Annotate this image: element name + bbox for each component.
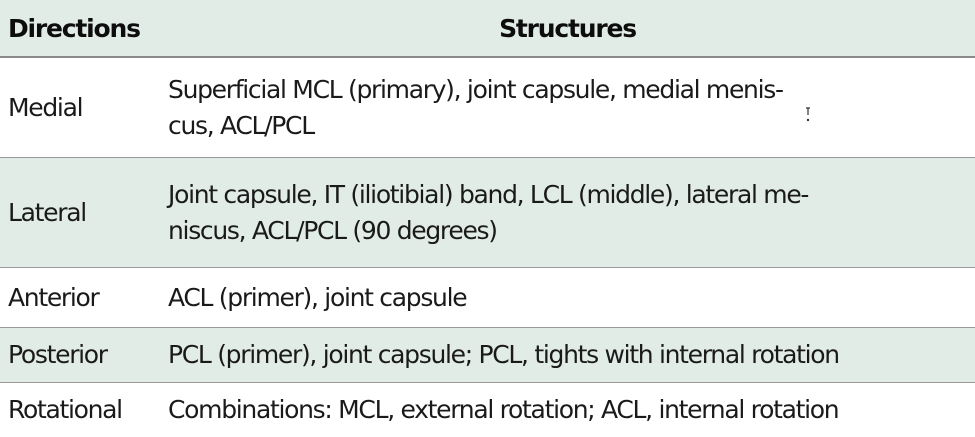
- header-directions: Directions: [8, 13, 141, 43]
- structures-cell: Joint capsule, IT (iliotibial) band, LCL…: [168, 158, 969, 267]
- header-structures: Structures: [499, 13, 637, 43]
- structures-line: Joint capsule, IT (iliotibial) band, LCL…: [168, 179, 809, 209]
- direction-cell: Anterior: [8, 282, 100, 312]
- structures-cell: PCL (primer), joint capsule; PCL, tights…: [168, 340, 840, 369]
- structures-line: niscus, ACL/PCL (90 degrees): [168, 215, 498, 245]
- table-header-row: Directions Structures: [0, 0, 975, 58]
- structures-cell: Superficial MCL (primary), joint capsule…: [168, 58, 969, 157]
- table-row: Medial Superficial MCL (primary), joint …: [0, 58, 975, 158]
- direction-cell: Posterior: [8, 340, 108, 369]
- table-row: Anterior ACL (primer), joint capsule: [0, 268, 975, 328]
- structures-line: cus, ACL/PCL: [168, 110, 315, 140]
- structures-cell: ACL (primer), joint capsule: [168, 282, 468, 312]
- text-cursor-icon-glyph: [806, 107, 810, 122]
- text-cursor-icon: [805, 107, 810, 122]
- structures-line: Superficial MCL (primary), joint capsule…: [168, 74, 784, 104]
- table-row: Posterior PCL (primer), joint capsule; P…: [0, 328, 975, 383]
- table-row: Rotational Combinations: MCL, external r…: [0, 383, 975, 437]
- direction-cell: Medial: [8, 92, 84, 122]
- direction-cell: Rotational: [8, 395, 123, 424]
- table-row: Lateral Joint capsule, IT (iliotibial) b…: [0, 158, 975, 268]
- direction-cell: Lateral: [8, 197, 87, 227]
- structures-cell: Combinations: MCL, external rotation; AC…: [168, 395, 840, 424]
